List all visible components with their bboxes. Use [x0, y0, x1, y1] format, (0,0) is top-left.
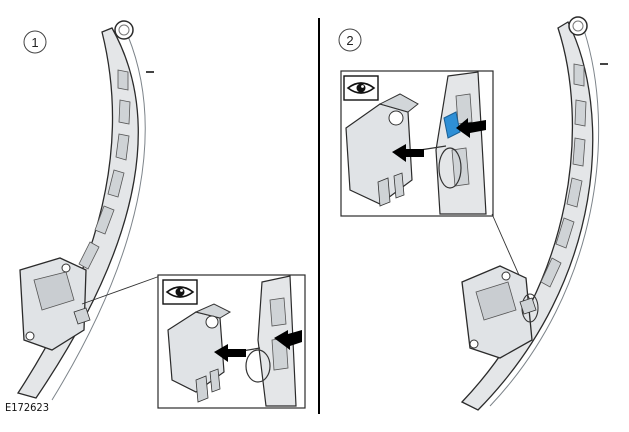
figure-id: E172623 — [5, 401, 49, 414]
panel-1: 1 — [5, 20, 306, 414]
step-2-circle — [338, 28, 362, 52]
tensioner-1 — [19, 257, 91, 351]
view-eye-icon — [162, 279, 198, 305]
leader-line-1 — [81, 275, 161, 305]
arrow-icon — [392, 144, 424, 162]
detail-inset-1 — [157, 274, 306, 409]
arrow-icon — [274, 330, 302, 350]
view-eye-icon — [343, 75, 379, 101]
tensioner-2 — [461, 265, 539, 359]
step-1-number: 1 — [31, 35, 38, 50]
step-2-number: 2 — [346, 33, 353, 48]
highlight-clip — [443, 111, 461, 139]
panel-2: 2 — [338, 16, 608, 411]
arrow-icon — [456, 118, 486, 138]
step-1-circle — [23, 30, 47, 54]
detail-inset-2 — [340, 70, 494, 217]
arrow-icon — [214, 344, 246, 362]
